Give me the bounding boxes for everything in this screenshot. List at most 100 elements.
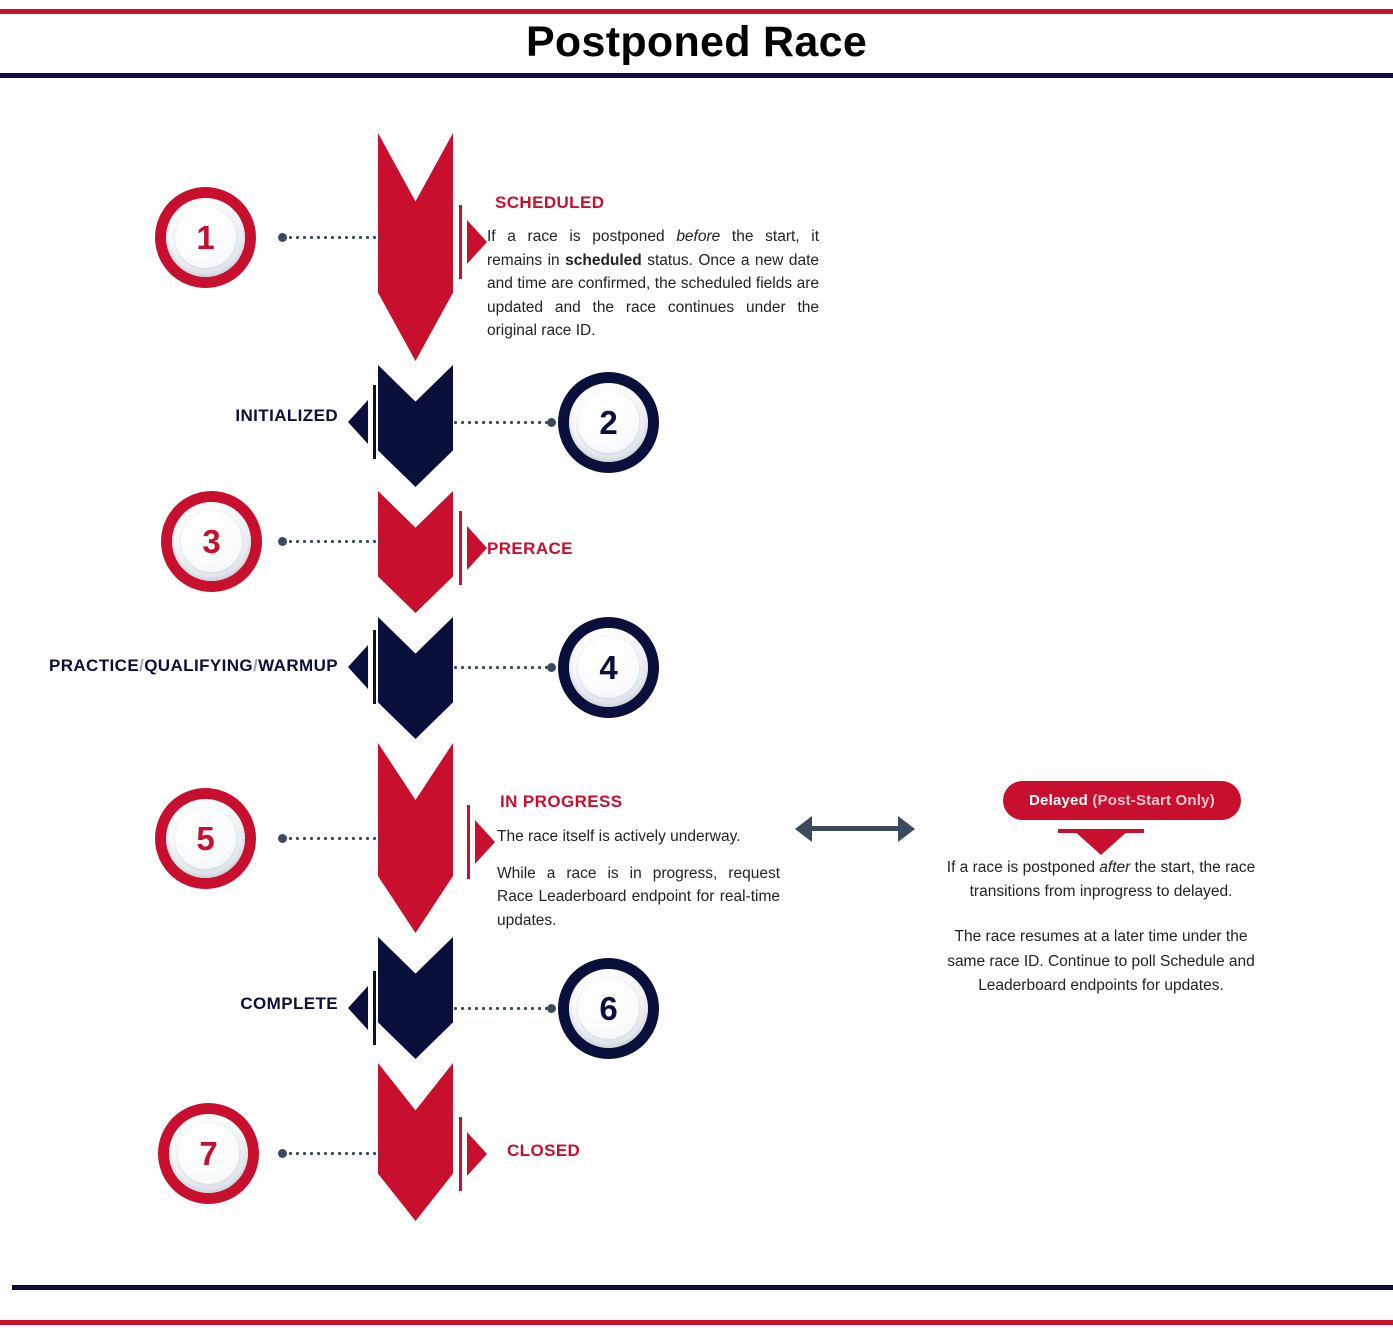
step-badge-3[interactable]: 3	[161, 491, 262, 592]
delayed-badge-qualifier: (Post-Start Only)	[1092, 792, 1215, 809]
step-badge-6[interactable]: 6	[558, 958, 659, 1059]
connector-step-6	[452, 1004, 556, 1013]
connector-dashes	[287, 236, 382, 239]
label-separator-1: /	[139, 656, 145, 675]
marker-triangle-right-icon	[475, 820, 495, 864]
step-number-5: 5	[196, 820, 215, 857]
stage-label-practice: PRACTICE	[48, 656, 140, 675]
delayed-para1-seg2: the start, the race transitions from inp…	[969, 859, 1256, 901]
connector-dot	[278, 233, 287, 242]
connector-dot	[547, 663, 556, 672]
marker-bar	[467, 805, 470, 879]
label-separator-2: /	[253, 656, 259, 675]
stage-marker-complete	[348, 971, 376, 1045]
chevron-segment-prerace	[378, 491, 453, 613]
connector-dashes	[452, 1007, 547, 1010]
stage-label-warmup: WARMUP	[258, 656, 338, 675]
stage-marker-inprogress	[467, 805, 495, 879]
marker-triangle-left-icon	[348, 400, 368, 444]
marker-triangle-left-icon	[348, 986, 368, 1030]
connector-step-2	[452, 418, 556, 427]
scheduled-description: If a race is postponed before the start,…	[487, 225, 819, 343]
chevron-segment-closed	[378, 1063, 453, 1221]
badge-disc-inner	[175, 808, 236, 869]
step-number-4: 4	[599, 649, 618, 686]
marker-bar	[373, 971, 376, 1045]
connector-dot	[278, 1149, 287, 1158]
connector-step-4	[452, 663, 556, 672]
step-number-2: 2	[599, 404, 618, 441]
connector-dot	[547, 418, 556, 427]
arrow-head-left	[795, 816, 812, 842]
arrow-shaft	[809, 826, 901, 831]
in-progress-description: The race itself is actively underway. Wh…	[497, 825, 780, 932]
delayed-badge[interactable]: Delayed (Post-Start Only)	[1003, 781, 1241, 820]
arrow-head-right	[898, 816, 915, 842]
badge-disc-inner	[178, 1123, 239, 1184]
step-badge-7[interactable]: 7	[158, 1103, 259, 1204]
chevron-segment-practice	[378, 617, 453, 739]
scheduled-seg1: If a race is postponed	[487, 228, 677, 245]
stage-label-closed: CLOSED	[507, 1141, 581, 1160]
step-badge-2[interactable]: 2	[558, 372, 659, 473]
connector-dashes	[452, 421, 547, 424]
scheduled-em-before: before	[676, 228, 721, 245]
scheduled-strong-scheduled: scheduled	[565, 251, 642, 269]
delayed-badge-main: Delayed	[1029, 792, 1093, 809]
step-badge-1[interactable]: 1	[155, 187, 256, 288]
marker-bar	[373, 385, 376, 459]
stage-marker-initialized	[348, 385, 376, 459]
stage-marker-practice	[348, 630, 376, 704]
connector-dashes	[452, 666, 547, 669]
stage-label-qualifying: QUALIFYING	[144, 656, 254, 675]
stage-label-complete: COMPLETE	[240, 994, 338, 1013]
marker-triangle-right-icon	[467, 1132, 487, 1176]
connector-dot	[278, 537, 287, 546]
chevron-segment-inprogress	[378, 743, 453, 933]
top-navy-rule	[0, 73, 1393, 78]
stage-label-prerace: PRERACE	[487, 539, 573, 558]
connector-step-5	[278, 834, 382, 843]
delayed-arrow-down-icon	[1072, 829, 1130, 855]
marker-bar	[459, 1117, 462, 1191]
marker-triangle-right-icon	[467, 526, 487, 570]
badge-disc-inner	[181, 511, 242, 572]
connector-step-3	[278, 537, 382, 546]
connector-dashes	[287, 1152, 382, 1155]
in-progress-para-1: The race itself is actively underway.	[497, 828, 741, 845]
marker-bar	[459, 205, 462, 279]
stage-marker-prerace	[459, 511, 487, 585]
step-number-7: 7	[199, 1135, 218, 1172]
bottom-navy-rule	[12, 1285, 1393, 1290]
chevron-segment-scheduled	[378, 133, 453, 361]
step-number-6: 6	[599, 990, 618, 1027]
marker-triangle-left-icon	[348, 645, 368, 689]
delayed-para1-seg1: If a race is postponed	[946, 859, 1100, 876]
chevron-segment-complete	[378, 937, 453, 1059]
step-badge-5[interactable]: 5	[155, 788, 256, 889]
stage-marker-scheduled	[459, 205, 487, 279]
badge-disc-inner	[175, 207, 236, 268]
in-progress-para-2: While a race is in progress, request Rac…	[497, 864, 780, 929]
bottom-red-rule	[0, 1320, 1393, 1325]
marker-triangle-right-icon	[467, 220, 487, 264]
connector-dashes	[287, 540, 382, 543]
process-chevron-spine	[378, 133, 453, 1223]
scheduled-seg2: the start, it remains in	[487, 228, 820, 269]
connector-dashes	[287, 837, 382, 840]
delayed-para-1: If a race is postponed after the start, …	[936, 856, 1266, 904]
stage-label-initialized: INITIALIZED	[235, 406, 338, 425]
bidirectional-arrow-icon	[795, 815, 915, 843]
stage-marker-closed	[459, 1117, 487, 1191]
step-badge-4[interactable]: 4	[558, 617, 659, 718]
badge-disc-inner	[578, 392, 639, 453]
delayed-para-2: The race resumes at a later time under t…	[947, 928, 1255, 994]
delayed-description: If a race is postponed after the start, …	[936, 856, 1266, 998]
connector-step-1	[278, 233, 382, 242]
delayed-em-after: after	[1099, 859, 1131, 876]
scheduled-seg3: status. Once a new date and time are con…	[487, 251, 819, 340]
step-number-1: 1	[196, 219, 215, 256]
badge-disc-inner	[578, 637, 639, 698]
connector-dot	[547, 1004, 556, 1013]
